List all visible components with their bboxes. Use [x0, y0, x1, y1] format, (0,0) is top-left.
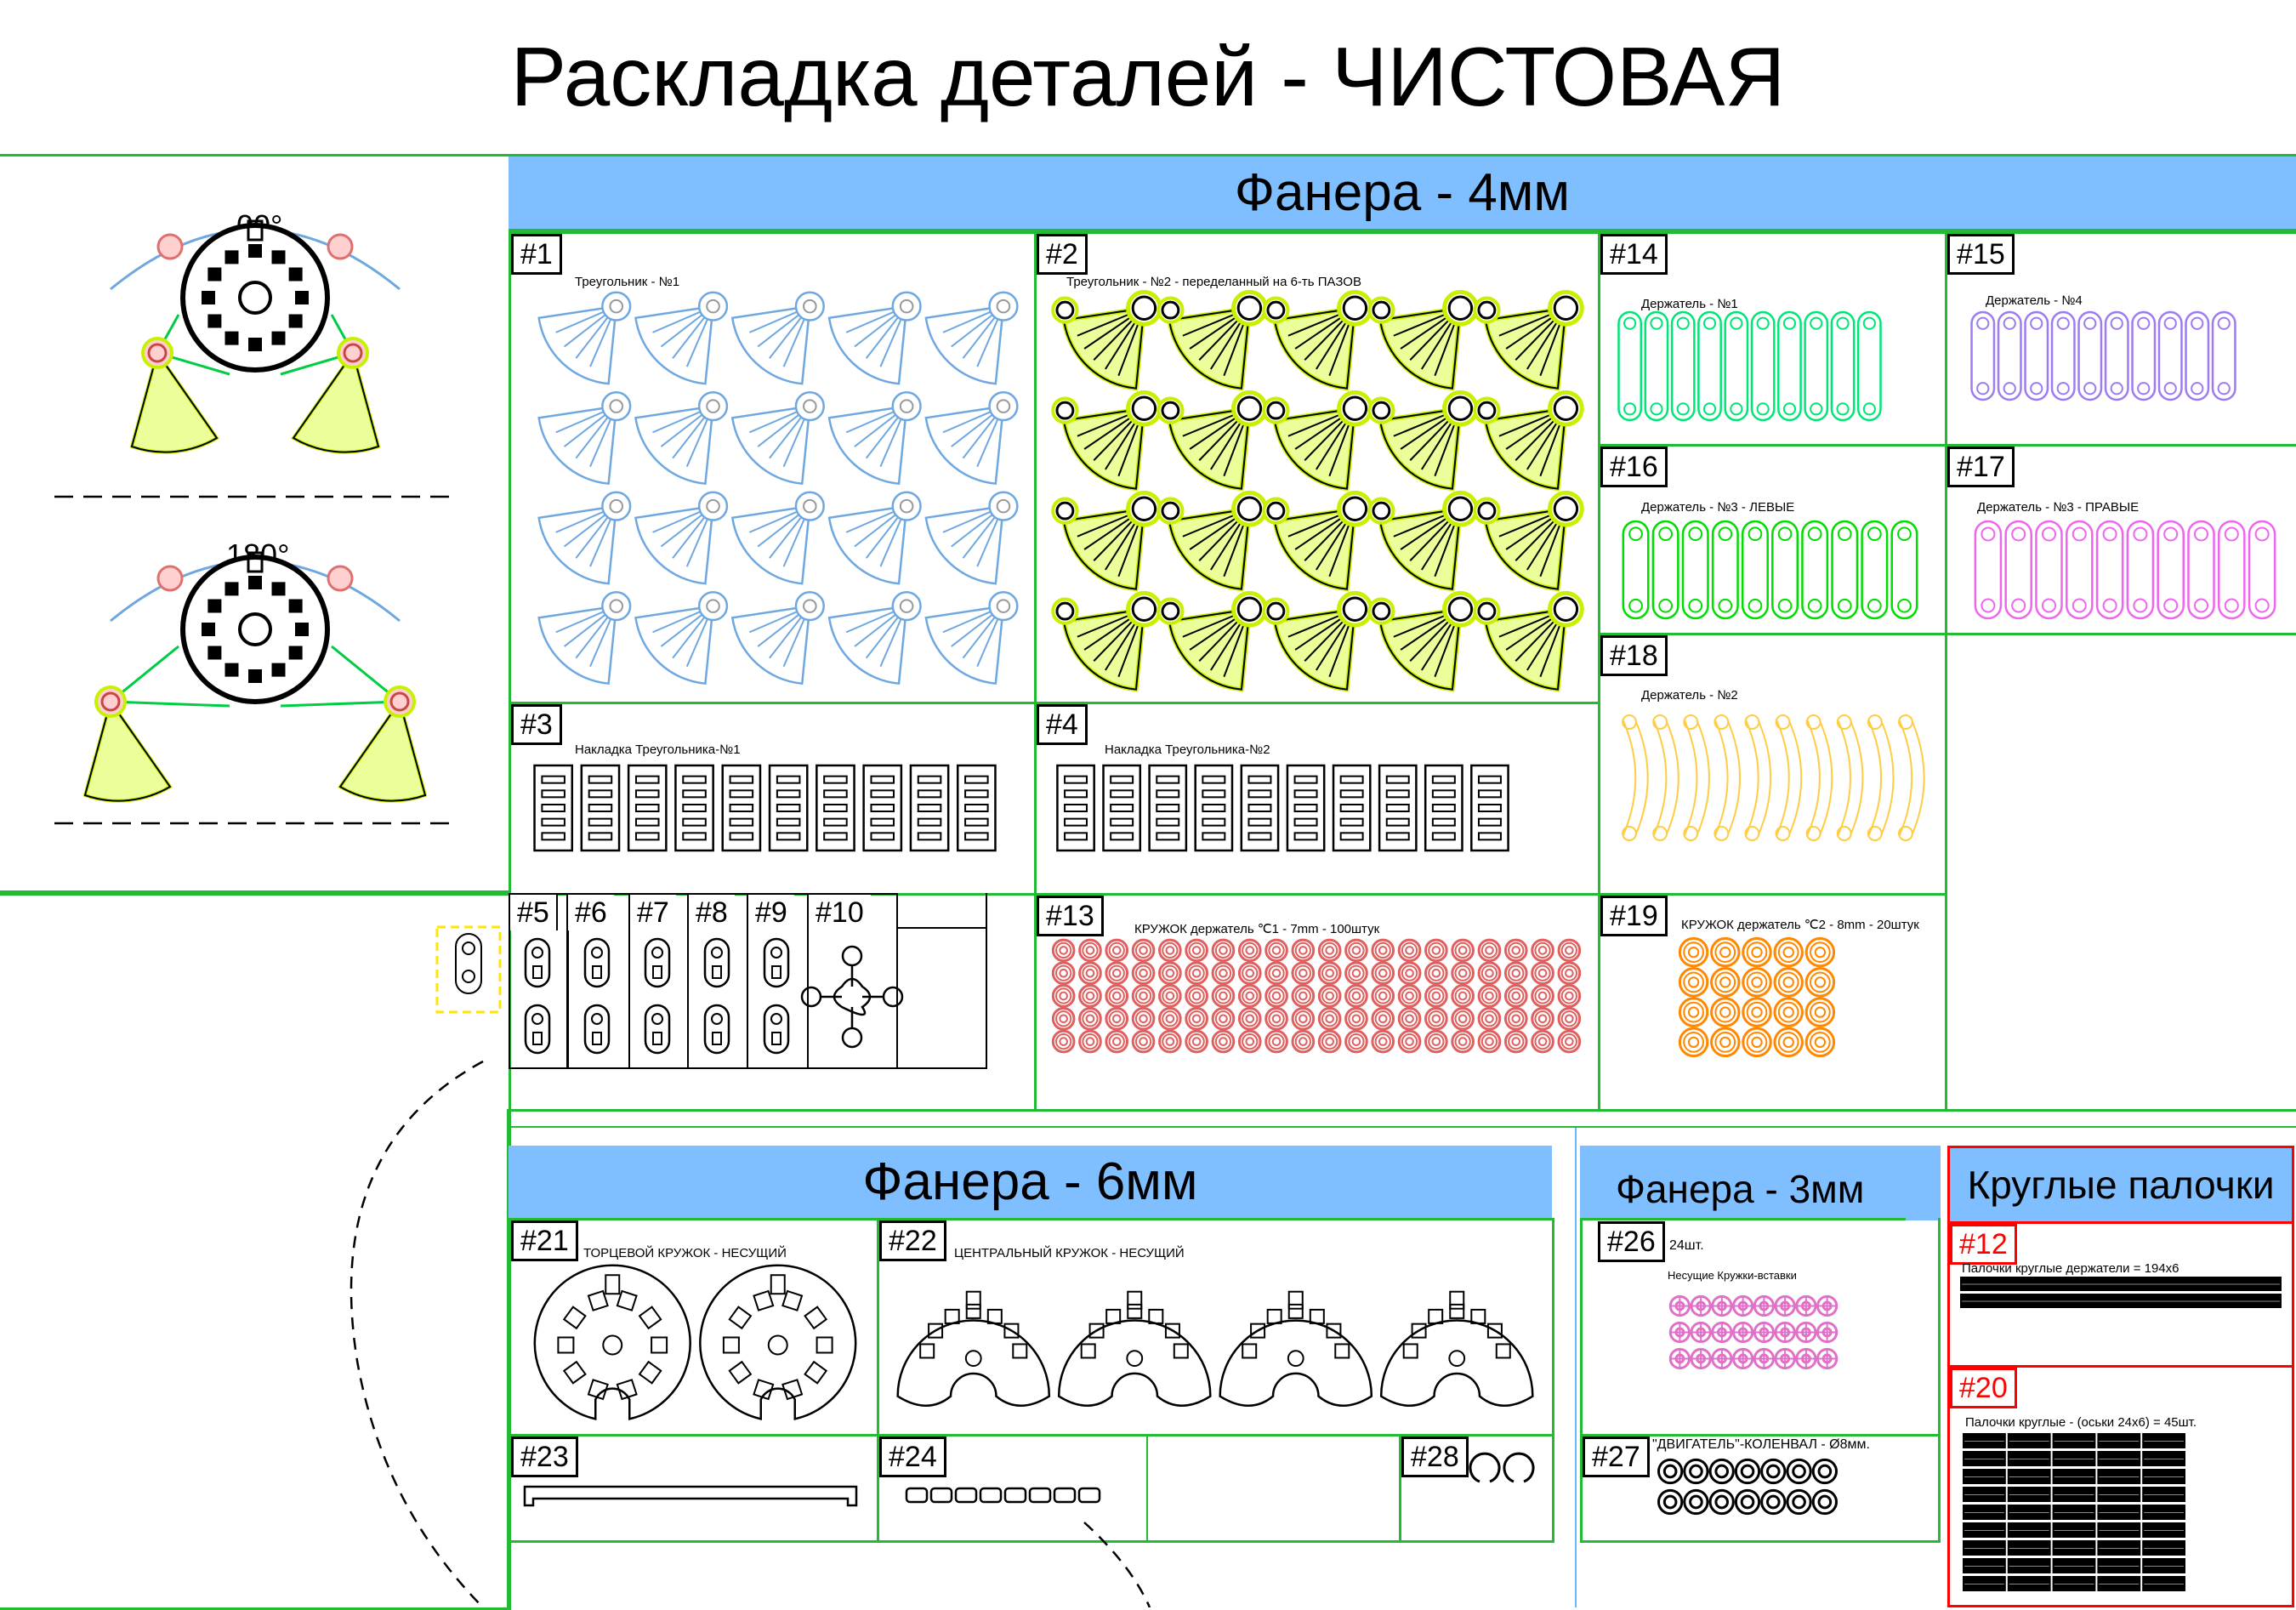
part-tag: #8: [689, 895, 735, 930]
page-title: Раскладка деталей - ЧИСТОВАЯ: [0, 0, 2296, 156]
cell-10: #10: [807, 893, 898, 1069]
angle-top-label: 00°: [236, 208, 283, 243]
angle-bottom-label: 180°: [226, 538, 290, 572]
cell-23: #23: [509, 1434, 879, 1543]
cell-empty-6mm: [1145, 1434, 1401, 1543]
part-tag: #5: [510, 895, 558, 930]
part-tag: #7: [630, 895, 676, 930]
divider-vertical: [1575, 1128, 1577, 1607]
part-tag: #26: [1598, 1221, 1665, 1262]
part-caption: Держатель - №3 - ПРАВЫЕ: [1977, 500, 2140, 515]
part-caption: "ДВИГАТЕЛЬ"-КОЛЕНВАЛ - Ø8мм.: [1652, 1437, 1870, 1452]
part-caption: КРУЖОК держатель ℃1 - 7mm - 100штук: [1134, 922, 1380, 936]
part-caption: Палочки круглые держатели = 194х6: [1962, 1261, 2179, 1276]
part-caption: Накладка Треугольника-№2: [1105, 742, 1270, 757]
part-caption: Палочки круглые - (оськи 24х6) = 45шт.: [1965, 1415, 2197, 1430]
part-tag: #24: [879, 1436, 946, 1477]
part-tag: #10: [809, 895, 871, 930]
left-border: [507, 1109, 509, 1607]
part-caption: Держатель - №2: [1641, 688, 1738, 703]
part-caption: Накладка Треугольника-№1: [575, 742, 741, 757]
cell-24: #24: [877, 1434, 1148, 1543]
part-tag: #15: [1947, 234, 2015, 275]
part-tag: #14: [1600, 234, 1668, 275]
cell-7: #7: [628, 893, 689, 1069]
cell-27: #27"ДВИГАТЕЛЬ"-КОЛЕНВАЛ - Ø8мм.: [1580, 1434, 1941, 1543]
part-caption: КРУЖОК держатель ℃2 - 8mm - 20штук: [1681, 918, 1919, 932]
cell-empty-right: [1945, 633, 2296, 1112]
cell-28: #28: [1399, 1434, 1554, 1543]
cell-9: #9: [747, 893, 809, 1069]
cell-26: #26 24шт. Несущие Кружки-вставки: [1580, 1218, 1941, 1436]
left-lower-panel: [0, 890, 511, 1610]
cell-5: #5: [509, 893, 569, 1069]
section-header-round-sticks: Круглые палочки: [1947, 1146, 2294, 1224]
divider-line: [509, 1126, 2296, 1128]
section-header-plywood-6mm: Фанера - 6мм: [509, 1146, 1552, 1220]
part-tag: #13: [1037, 896, 1104, 936]
part-tag: #12: [1950, 1224, 2017, 1265]
part-tag: #28: [1401, 1436, 1469, 1477]
part-tag: #27: [1583, 1436, 1650, 1477]
part-tag: #17: [1947, 447, 2015, 487]
part-caption: Держатель - №1: [1641, 297, 1738, 311]
left-panel: [0, 154, 511, 896]
quantity-note: 24шт.: [1669, 1238, 1704, 1253]
part-caption: Держатель - №4: [1986, 293, 2083, 308]
part-tag: #6: [568, 895, 614, 930]
part-tag: #23: [511, 1436, 578, 1477]
part-tag: #4: [1037, 704, 1088, 745]
cell-empty-small: [896, 893, 987, 1069]
part-tag: #19: [1600, 896, 1668, 936]
part-tag: #18: [1600, 635, 1668, 676]
part-caption: ЦЕНТРАЛЬНЫЙ КРУЖОК - НЕСУЩИЙ: [954, 1246, 1185, 1260]
part-caption: Несущие Кружки-вставки: [1668, 1269, 1797, 1282]
part-tag: #22: [879, 1220, 946, 1261]
part-tag: #9: [748, 895, 794, 930]
part-tag: #2: [1037, 234, 1088, 275]
part-caption: Треугольник - №1: [575, 275, 680, 289]
part-tag: #16: [1600, 447, 1668, 487]
part-tag: #1: [511, 234, 562, 275]
part-caption: Держатель - №3 - ЛЕВЫЕ: [1641, 500, 1795, 515]
section-header-plywood-3mm: Фанера - 3мм: [1580, 1146, 1941, 1220]
part-caption: ТОРЦЕВОЙ КРУЖОК - НЕСУЩИЙ: [583, 1246, 787, 1260]
cell-8: #8: [687, 893, 748, 1069]
section-header-plywood-4mm: Фанера - 4мм: [509, 156, 2296, 231]
part-tag: #21: [511, 1220, 578, 1261]
cell-6: #6: [566, 893, 630, 1069]
part-caption: Треугольник - №2 - переделанный на 6-ть …: [1066, 275, 1361, 289]
part-tag: #20: [1950, 1368, 2017, 1408]
part-tag: #3: [511, 704, 562, 745]
